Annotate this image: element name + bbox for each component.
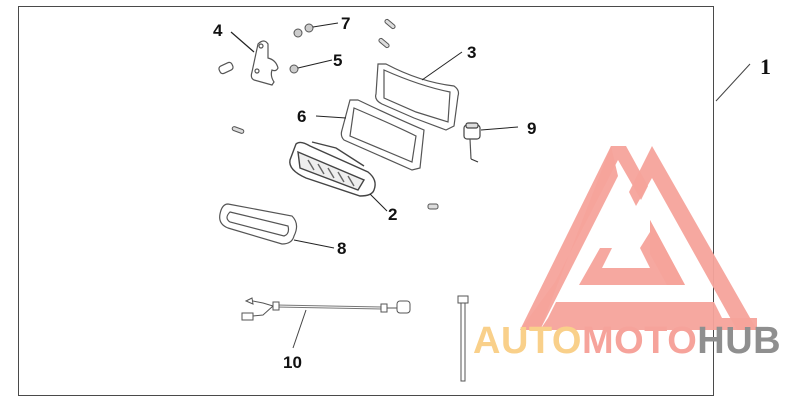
callout-2: 2 [388,205,398,224]
gasket-part-icon [315,99,425,171]
callout-10: 10 [283,353,302,372]
wire-harness-part-icon [241,297,411,349]
callout-4: 4 [213,21,223,40]
callout-3: 3 [467,43,477,62]
callout-9: 9 [527,119,537,138]
bolt-part-icon [231,18,439,210]
mounting-plate-part-icon [375,51,463,131]
callout-1: 1 [760,54,771,79]
zip-tie-part-icon [457,295,469,382]
watermark-moto: MOTO [581,320,698,362]
connector-part-icon [463,122,519,163]
watermark-logo-icon [520,146,757,330]
watermark-auto: AUTO [473,320,582,362]
bracket-part-icon [218,31,279,86]
callout-5: 5 [333,51,343,70]
washer-part-icon [293,22,339,38]
callout-7: 7 [341,14,351,33]
light-housing-part-icon [289,141,388,212]
watermark-text: AUTOMOTOHUB [473,322,781,360]
callout-6: 6 [297,107,307,126]
watermark-hub: HUB [697,320,782,362]
nut-part-icon [289,59,333,74]
callout-8: 8 [337,239,347,258]
lens-part-icon [219,203,335,249]
